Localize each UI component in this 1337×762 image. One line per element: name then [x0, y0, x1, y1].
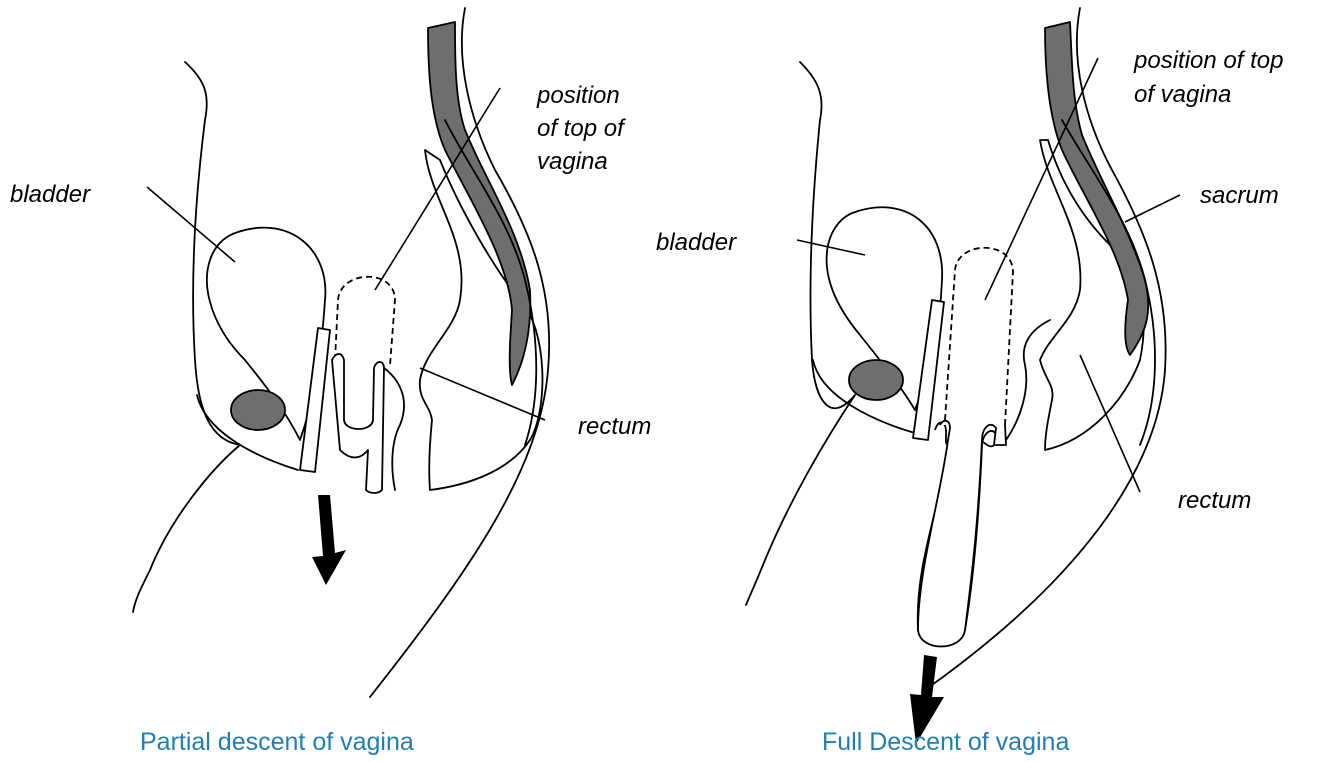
right-label-rectum: rectum — [1178, 487, 1251, 514]
right-label-top-1: position of top — [1133, 47, 1283, 74]
right-vaginal-wall — [1006, 320, 1050, 440]
left-bladder-leader — [147, 187, 235, 262]
right-sacrum-leader — [1125, 195, 1180, 222]
left-vaginal-wall — [384, 368, 404, 490]
right-label-top-2: of vagina — [1134, 81, 1231, 108]
left-body-outline — [133, 62, 240, 612]
left-vagina-top-dashed — [335, 277, 395, 365]
left-descent-arrow — [312, 495, 346, 585]
left-caption: Partial descent of vagina — [140, 728, 414, 756]
right-vagina-top-dashed — [945, 248, 1013, 425]
right-panel: position of top of vagina sacrum bladder… — [656, 8, 1283, 756]
left-label-bladder: bladder — [10, 181, 91, 208]
left-label-top-2: of top of — [537, 115, 626, 142]
left-panel: bladder position of top of vagina rectum… — [10, 8, 651, 756]
left-label-rectum: rectum — [578, 413, 651, 440]
left-pubic-bone — [231, 390, 285, 430]
right-label-sacrum: sacrum — [1200, 182, 1279, 209]
right-vagina-tube — [918, 421, 1006, 647]
right-body-outline — [746, 62, 855, 605]
right-label-bladder: bladder — [656, 229, 737, 256]
right-pubic-bone — [849, 360, 903, 400]
right-caption: Full Descent of vagina — [822, 728, 1069, 756]
left-label-top-1: position — [536, 82, 620, 109]
left-vagina-inner — [332, 354, 384, 493]
left-label-top-3: vagina — [537, 148, 608, 175]
